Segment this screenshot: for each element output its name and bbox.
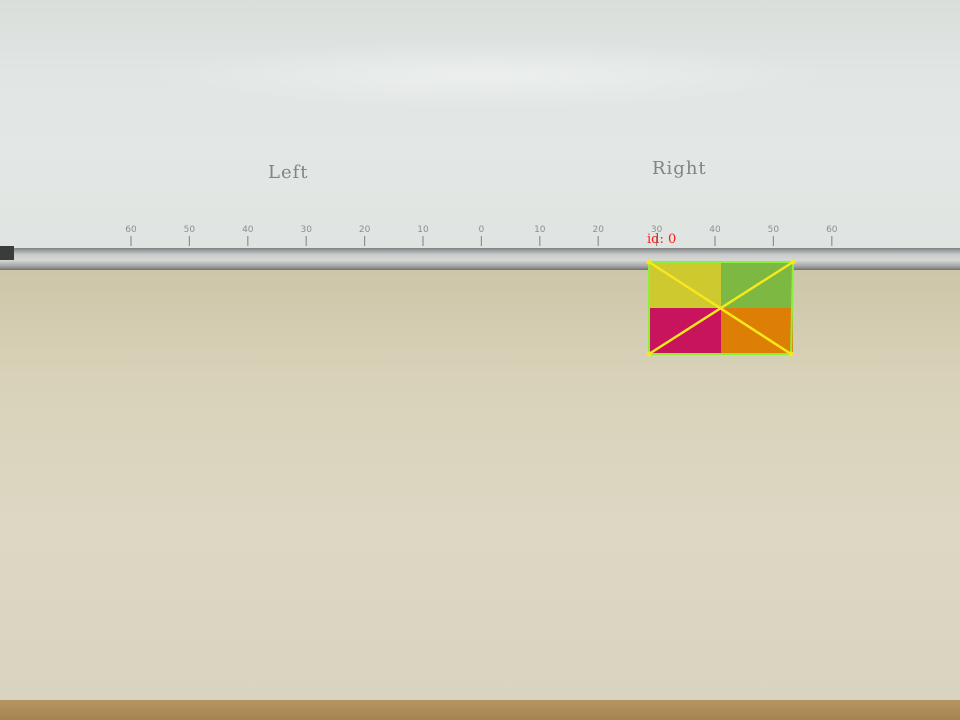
whiteboard-glare [140,40,840,110]
corner-dot [790,259,796,265]
corner-dot [646,351,652,357]
scale-number: 20 [359,225,371,235]
detection-diagonal-b [648,260,794,356]
scale-number: 0 [479,225,485,235]
ruler-scale: 60 50 40 30 20 10 0 10 20 30 40 50 60 [125,225,838,246]
scale-number: 20 [592,225,604,235]
scale-number: 10 [534,225,546,235]
marker-tray-endcap [0,246,14,260]
scale-number: 30 [651,225,663,235]
scale-number: 30 [300,225,312,235]
wall [0,270,960,700]
scale-number: 50 [184,225,196,235]
handwritten-right-label: Right [652,158,707,179]
scale-number: 40 [242,225,254,235]
handwritten-left-label: Left [268,162,309,183]
floor-trim [0,700,960,720]
scale-number: 40 [709,225,721,235]
corner-dot [788,351,794,357]
scale-number: 60 [826,225,838,235]
scale-number: 60 [125,225,137,235]
scale-number: 10 [417,225,429,235]
corner-dot [646,259,652,265]
whiteboard [0,0,960,250]
scale-number: 50 [768,225,780,235]
detection-id-label: id: 0 [647,232,677,247]
